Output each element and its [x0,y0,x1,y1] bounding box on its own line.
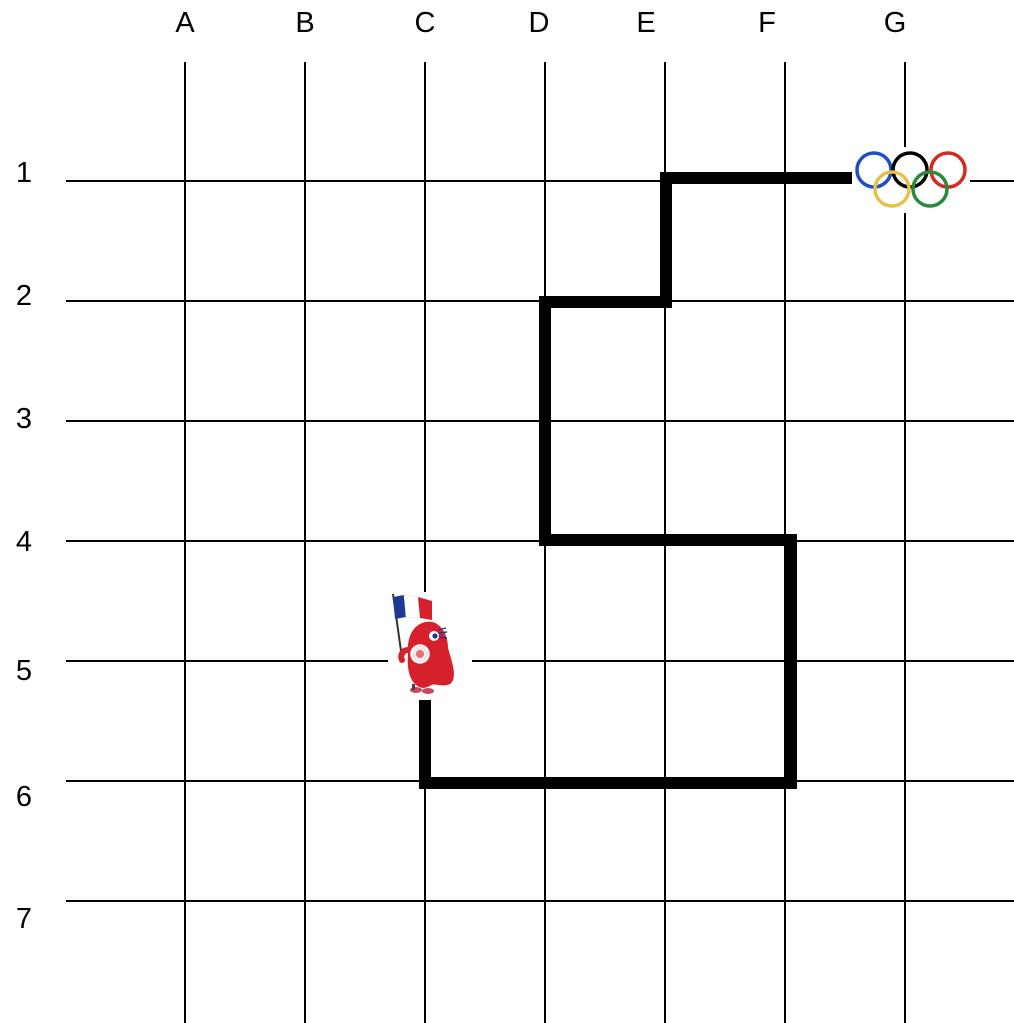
route-path [425,178,852,783]
column-label-c: C [415,7,436,39]
row-label-5: 5 [16,655,32,687]
row-label-2: 2 [16,280,32,312]
column-label-g: G [884,7,907,39]
row-label-6: 6 [16,781,32,813]
row-label-1: 1 [16,157,32,189]
row-label-7: 7 [16,903,32,935]
row-label-3: 3 [16,403,32,435]
column-label-e: E [636,7,655,39]
column-label-f: F [758,7,776,39]
column-label-a: A [175,7,195,39]
row-label-4: 4 [16,526,32,558]
mascot-with-french-flag-icon [388,592,472,700]
row-labels: 1 2 3 4 5 6 7 [16,157,32,935]
column-label-b: B [295,7,314,39]
column-label-d: D [529,7,550,39]
column-labels: A B C D E F G [175,7,906,39]
olympic-rings-icon [852,147,970,213]
